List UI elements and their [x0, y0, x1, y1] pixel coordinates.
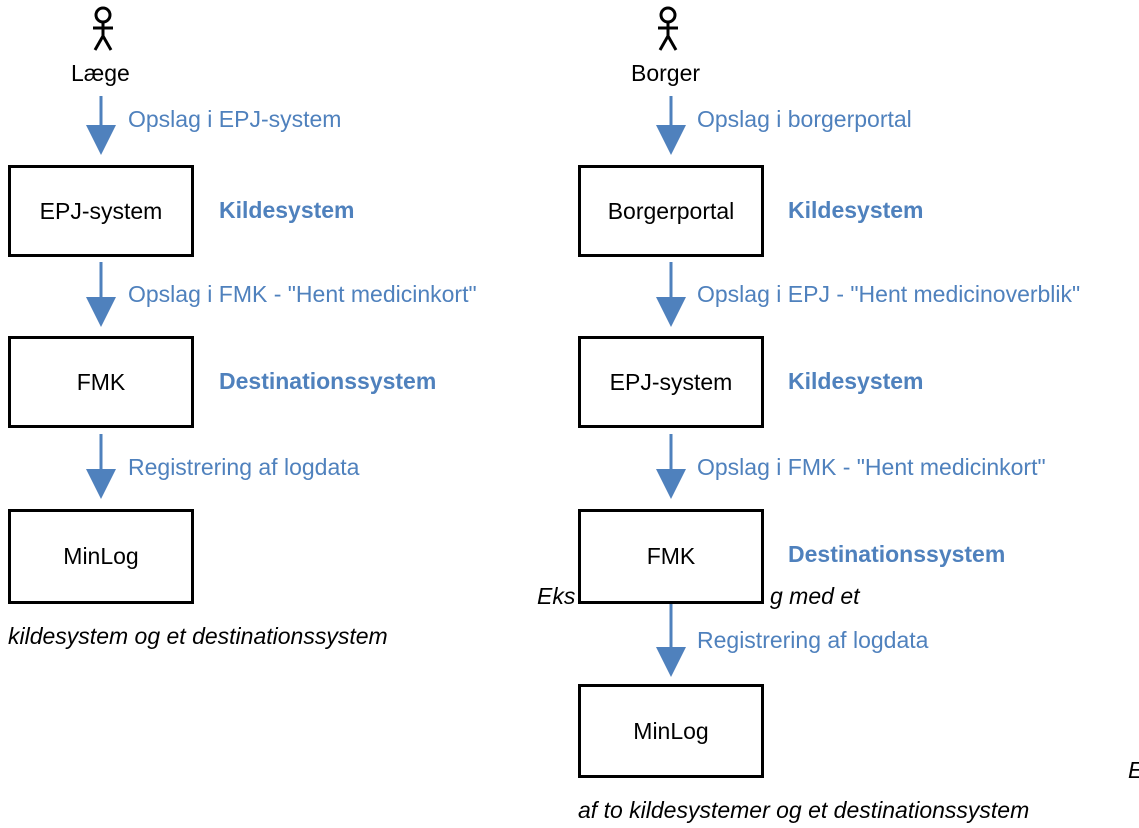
node-right-epj-system: EPJ-system — [578, 336, 764, 428]
caption-right-line2: af to kildesystemer og et destinationssy… — [578, 797, 1030, 823]
edge-left-2-label: Opslag i FMK - "Hent medicinkort" — [128, 281, 477, 307]
edge-left-1-label: Opslag i EPJ-system — [128, 106, 342, 132]
role-right-epj: Kildesystem — [788, 368, 924, 394]
role-right-fmk: Destinationssystem — [788, 541, 1006, 567]
edge-left-3-label: Registrering af logdata — [128, 454, 360, 480]
actor-right-label: Borger — [631, 60, 701, 86]
caption-right-edge: E — [1128, 757, 1139, 784]
node-left-epj-system: EPJ-system — [8, 165, 194, 257]
edge-right-4-label: Registrering af logdata — [697, 627, 929, 653]
node-right-minlog: MinLog — [578, 684, 764, 778]
actor-left-label: Læge — [71, 60, 130, 86]
caption-right-line1-right: g med et — [770, 583, 860, 609]
caption-left-line2: kildesystem og et destinationssystem — [8, 623, 388, 649]
edge-right-2-label: Opslag i EPJ - "Hent medicinoverblik" — [697, 281, 1081, 307]
actor-right-icon — [658, 6, 678, 51]
edge-right-1-label: Opslag i borgerportal — [697, 106, 912, 132]
role-right-borgerportal: Kildesystem — [788, 197, 924, 223]
actor-left-icon — [93, 6, 113, 51]
node-left-minlog: MinLog — [8, 509, 194, 604]
role-left-fmk: Destinationssystem — [219, 368, 437, 394]
node-right-fmk: FMK — [578, 509, 764, 604]
role-left-epj: Kildesystem — [219, 197, 355, 223]
edge-right-3-label: Opslag i FMK - "Hent medicinkort" — [697, 454, 1046, 480]
caption-right-line1-left: Eks — [537, 583, 576, 609]
node-left-fmk: FMK — [8, 336, 194, 428]
node-right-borgerportal: Borgerportal — [578, 165, 764, 257]
